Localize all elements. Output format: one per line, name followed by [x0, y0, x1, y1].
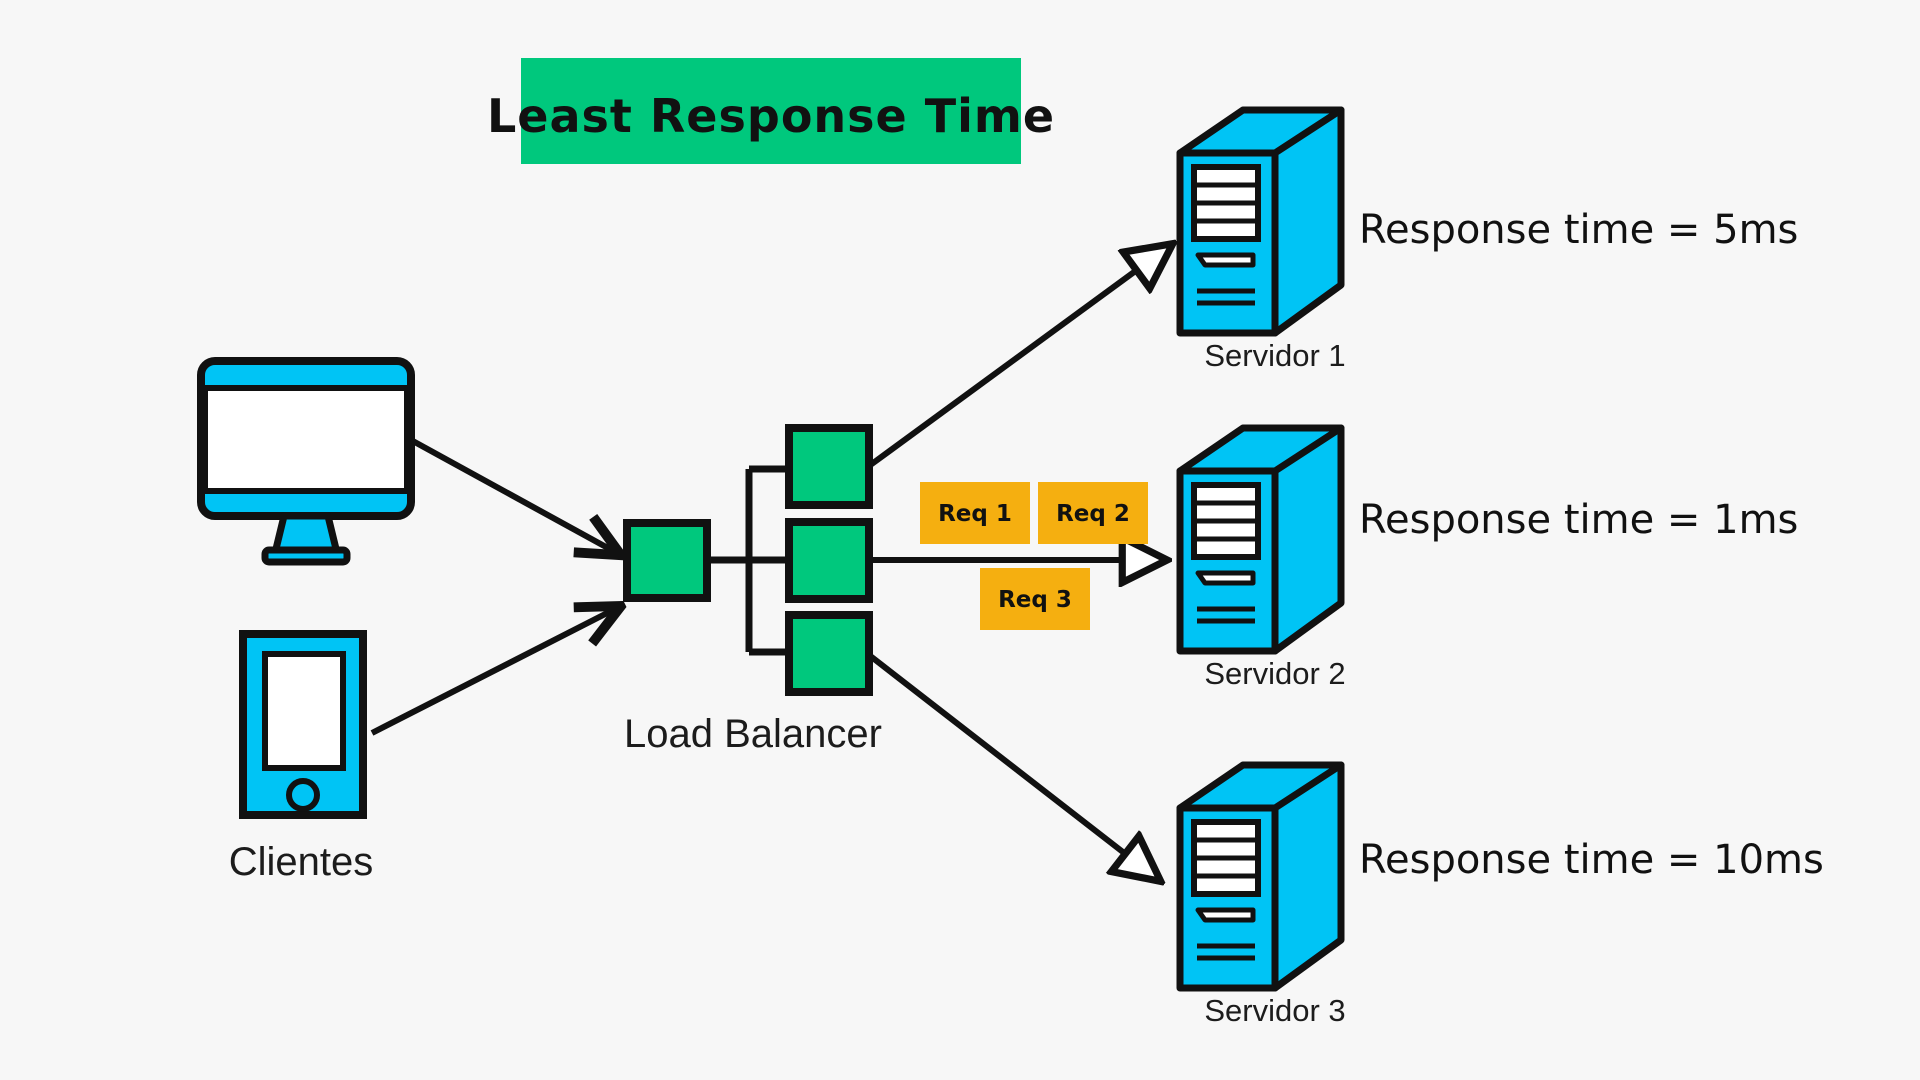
load-balancer-label: Load Balancer	[624, 712, 882, 756]
request-box-3-background	[980, 568, 1090, 630]
server-handle	[1195, 252, 1256, 268]
server-handle	[1195, 907, 1256, 923]
loadbalancer-wiring	[707, 465, 793, 656]
page-title: Least Response Time	[487, 89, 1055, 143]
request-box-1[interactable]: Req 1	[920, 482, 1030, 544]
request-box-2[interactable]: Req 2	[1038, 482, 1148, 544]
server-side-face	[1271, 106, 1345, 337]
arrow-lb-to-servidor-1	[867, 245, 1171, 469]
arrow-phone-to-loadbalancer	[370, 608, 617, 736]
request-box-3-label: Req 3	[998, 587, 1072, 613]
server-handle	[1195, 570, 1256, 586]
servidor-3-response-time: Response time = 10ms	[1359, 837, 1824, 883]
servidor-1-label: Servidor 1	[1204, 338, 1345, 373]
request-box-2-label: Req 2	[1056, 501, 1130, 527]
title-banner: Least Response Time	[487, 58, 1055, 164]
servidor-2[interactable]: Servidor 2	[1176, 424, 1346, 691]
arrow-monitor-to-loadbalancer	[409, 437, 617, 553]
request-box-2-background	[1038, 482, 1148, 544]
clients-label: Clientes	[229, 840, 374, 884]
title-banner-background	[521, 58, 1021, 164]
lb-egress-node-1[interactable]	[785, 424, 873, 509]
phone-home-button	[286, 778, 320, 812]
request-box-3[interactable]: Req 3	[980, 568, 1090, 630]
servidor-3[interactable]: Servidor 3	[1176, 761, 1346, 1028]
servidor-2-label: Servidor 2	[1204, 656, 1345, 691]
server-side-face	[1271, 424, 1345, 655]
request-box-1-background	[920, 482, 1030, 544]
lb-ingress-node[interactable]	[623, 519, 711, 602]
servidor-1-response-time: Response time = 5ms	[1359, 207, 1798, 253]
servidor-1[interactable]: Servidor 1	[1176, 106, 1346, 373]
arrow-lb-to-servidor-3	[867, 652, 1159, 880]
monitor-stand-base	[261, 546, 351, 566]
phone-screen	[262, 651, 346, 771]
lb-egress-node-2[interactable]	[785, 518, 873, 603]
lb-egress-node-3[interactable]	[785, 611, 873, 696]
monitor-screen	[202, 385, 410, 494]
servidor-2-response-time: Response time = 1ms	[1359, 497, 1798, 543]
monitor-icon	[197, 357, 415, 566]
server-side-face	[1271, 761, 1345, 992]
request-box-1-label: Req 1	[938, 501, 1012, 527]
phone-icon	[239, 630, 367, 819]
servidor-3-label: Servidor 3	[1204, 993, 1345, 1028]
